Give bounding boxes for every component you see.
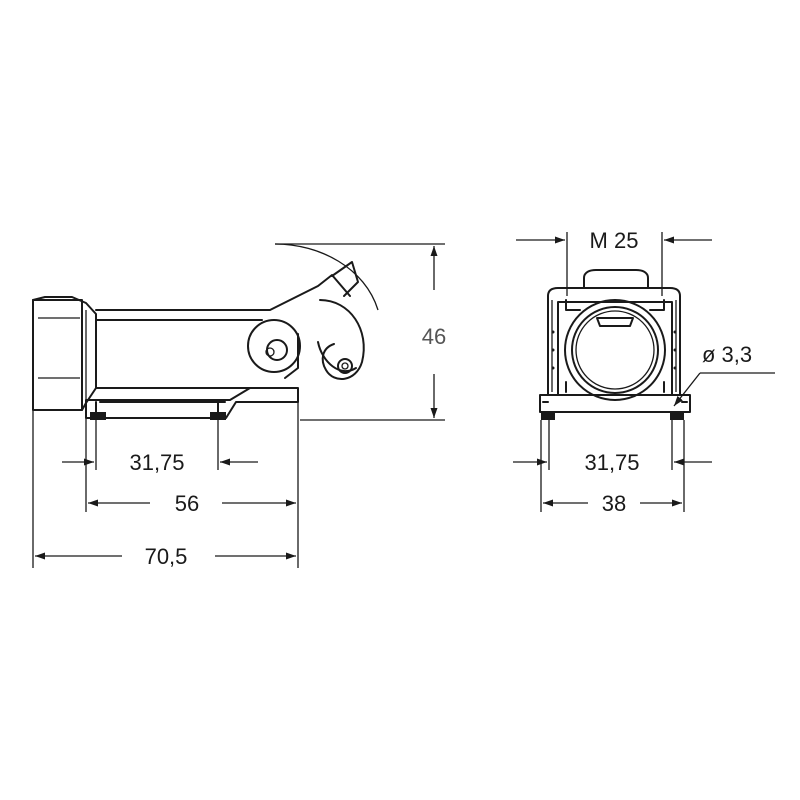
- front-left-foot: [541, 412, 555, 420]
- front-top-cap: [583, 269, 649, 289]
- side-base-length-label: 56: [175, 491, 199, 516]
- front-hole-spacing-label: 31,75: [584, 450, 639, 475]
- front-hole-diameter-label: ø 3,3: [702, 342, 752, 367]
- front-rail-details: [551, 330, 677, 370]
- side-housing: [85, 274, 351, 420]
- front-thread-outer: [564, 299, 666, 401]
- side-hole-spacing-label: 31,75: [129, 450, 184, 475]
- front-thread-inner: [571, 306, 659, 394]
- front-base-width-label: 38: [602, 491, 626, 516]
- front-thread-label: M 25: [590, 228, 639, 253]
- front-view: [539, 269, 691, 420]
- front-right-foot: [670, 412, 684, 420]
- side-view-dimensions: 46 31,75 56 70,5: [32, 243, 446, 569]
- front-housing: [547, 287, 681, 396]
- side-locking-lever: [247, 261, 365, 380]
- front-base: [539, 394, 691, 413]
- side-overall-length-label: 70,5: [145, 544, 188, 569]
- side-view: [32, 243, 379, 420]
- side-gland: [32, 296, 97, 411]
- side-height-label: 46: [422, 324, 446, 349]
- front-view-dimensions: M 25 ø 3,3 31,75 38: [513, 228, 775, 516]
- lever-swing-arc: [274, 243, 379, 311]
